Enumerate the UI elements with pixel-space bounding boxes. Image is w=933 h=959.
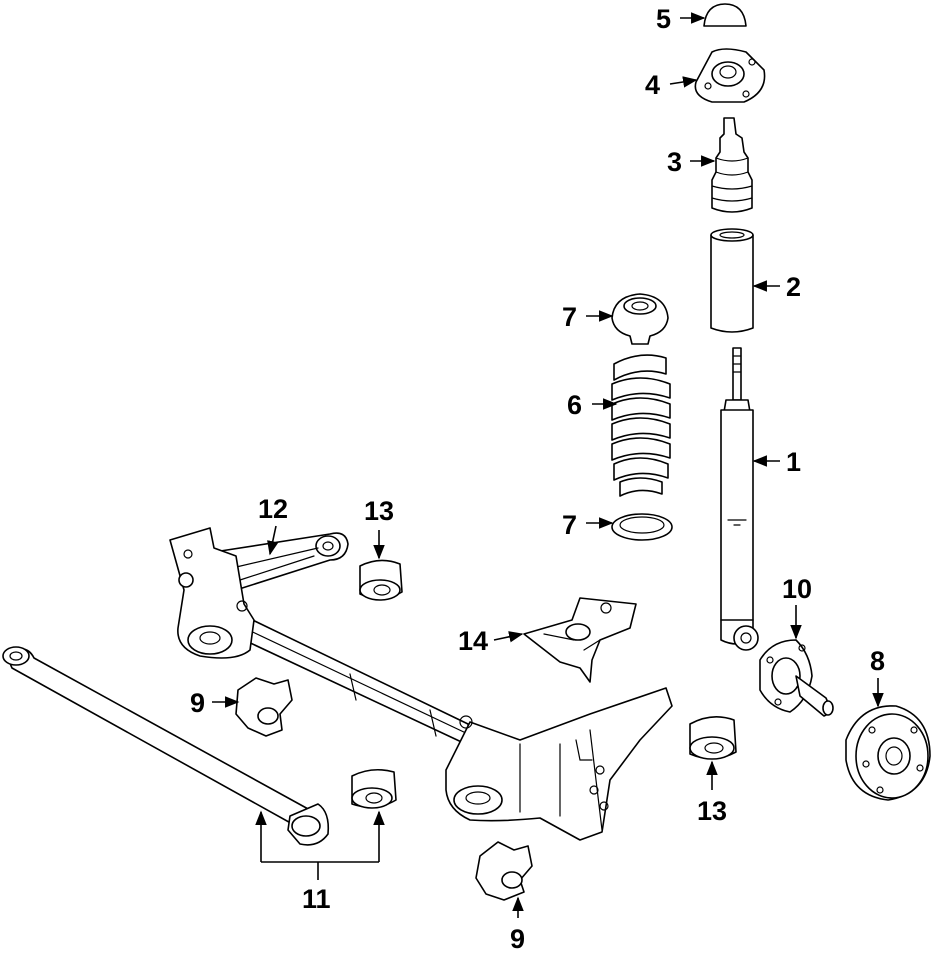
callout-1: 1: [786, 447, 801, 477]
coil-spring-part: [611, 354, 671, 497]
callout-8: 8: [870, 646, 885, 676]
leader-lines: [212, 12, 884, 918]
wheel-spindle-part: [759, 639, 834, 717]
stabilizer-bushing-upper-part: [235, 677, 293, 737]
bushing-lower-part: [689, 716, 737, 760]
callout-9-upper: 9: [190, 688, 205, 718]
bushing-upper-part: [359, 559, 403, 601]
spring-seat-upper-part: [611, 293, 669, 345]
callout-6: 6: [567, 390, 582, 420]
callout-9-lower: 9: [510, 924, 525, 954]
rear-axle-subframe-part: [169, 527, 673, 841]
callout-13-lower: 13: [697, 796, 727, 826]
spring-pad-lower-part: [611, 513, 673, 541]
mounting-bracket-part: [523, 597, 637, 683]
bump-stop-part: [711, 117, 753, 213]
callout-12: 12: [258, 494, 288, 524]
callout-labels: 5 4 3 2 7 6 1 7 12 13 10 14 8 9 13 11 9: [190, 4, 885, 954]
strut-mount-part: [694, 48, 766, 103]
control-arm-bushing-part: [351, 768, 397, 809]
dust-cap-part: [703, 3, 747, 27]
callout-7-upper: 7: [562, 302, 577, 332]
callout-11: 11: [302, 884, 331, 914]
stabilizer-bushing-lower-part: [475, 841, 533, 901]
callout-7-lower: 7: [562, 510, 577, 540]
wheel-hub-part: [845, 705, 931, 801]
lower-control-arm-part: [2, 646, 330, 846]
callout-14: 14: [458, 626, 488, 656]
callout-4: 4: [645, 70, 660, 100]
callout-5: 5: [656, 4, 671, 34]
shock-absorber-part: [720, 347, 759, 651]
callout-13-upper: 13: [364, 496, 394, 526]
dust-boot-part: [710, 228, 754, 333]
callout-3: 3: [667, 147, 682, 177]
callout-2: 2: [786, 272, 801, 302]
callout-10: 10: [782, 574, 812, 604]
upper-link-arm-part: [213, 532, 349, 591]
